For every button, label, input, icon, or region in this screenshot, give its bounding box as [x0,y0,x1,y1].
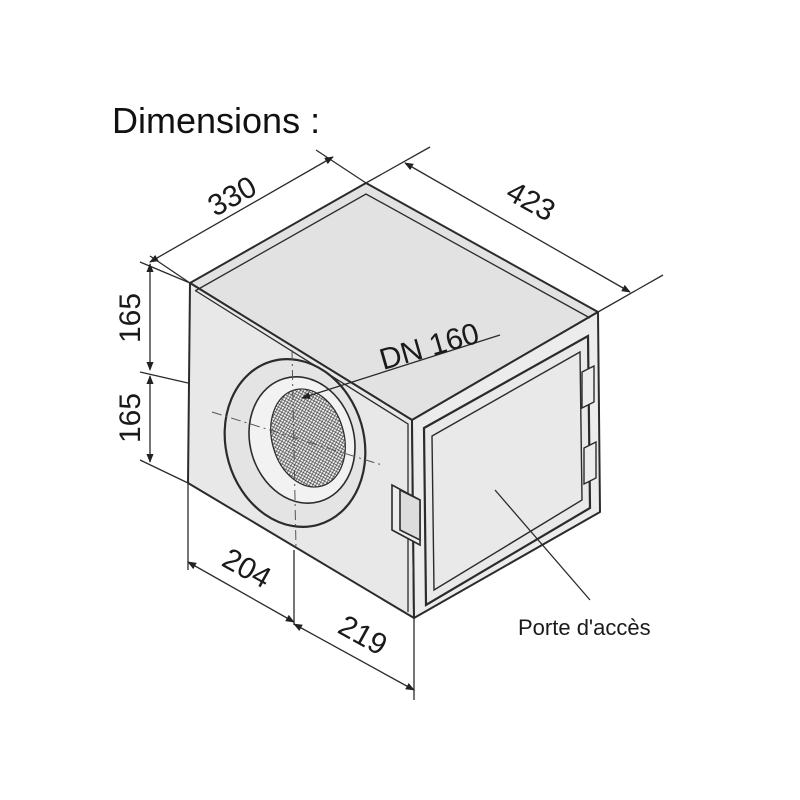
dim-330: 330 [203,170,263,223]
dim-204: 204 [217,542,277,595]
fan-grille [270,388,346,488]
door-handle [391,483,421,547]
diagram-title: Dimensions : [112,100,321,141]
dim-165-lower: 165 [114,393,147,443]
dim-165-upper: 165 [114,293,147,343]
dim-423: 423 [501,175,561,228]
dimension-lines [139,146,664,700]
access-door [422,334,592,607]
door-label: Porte d'accès [518,615,651,640]
dim-219: 219 [333,609,393,662]
duct-collar [223,358,367,528]
